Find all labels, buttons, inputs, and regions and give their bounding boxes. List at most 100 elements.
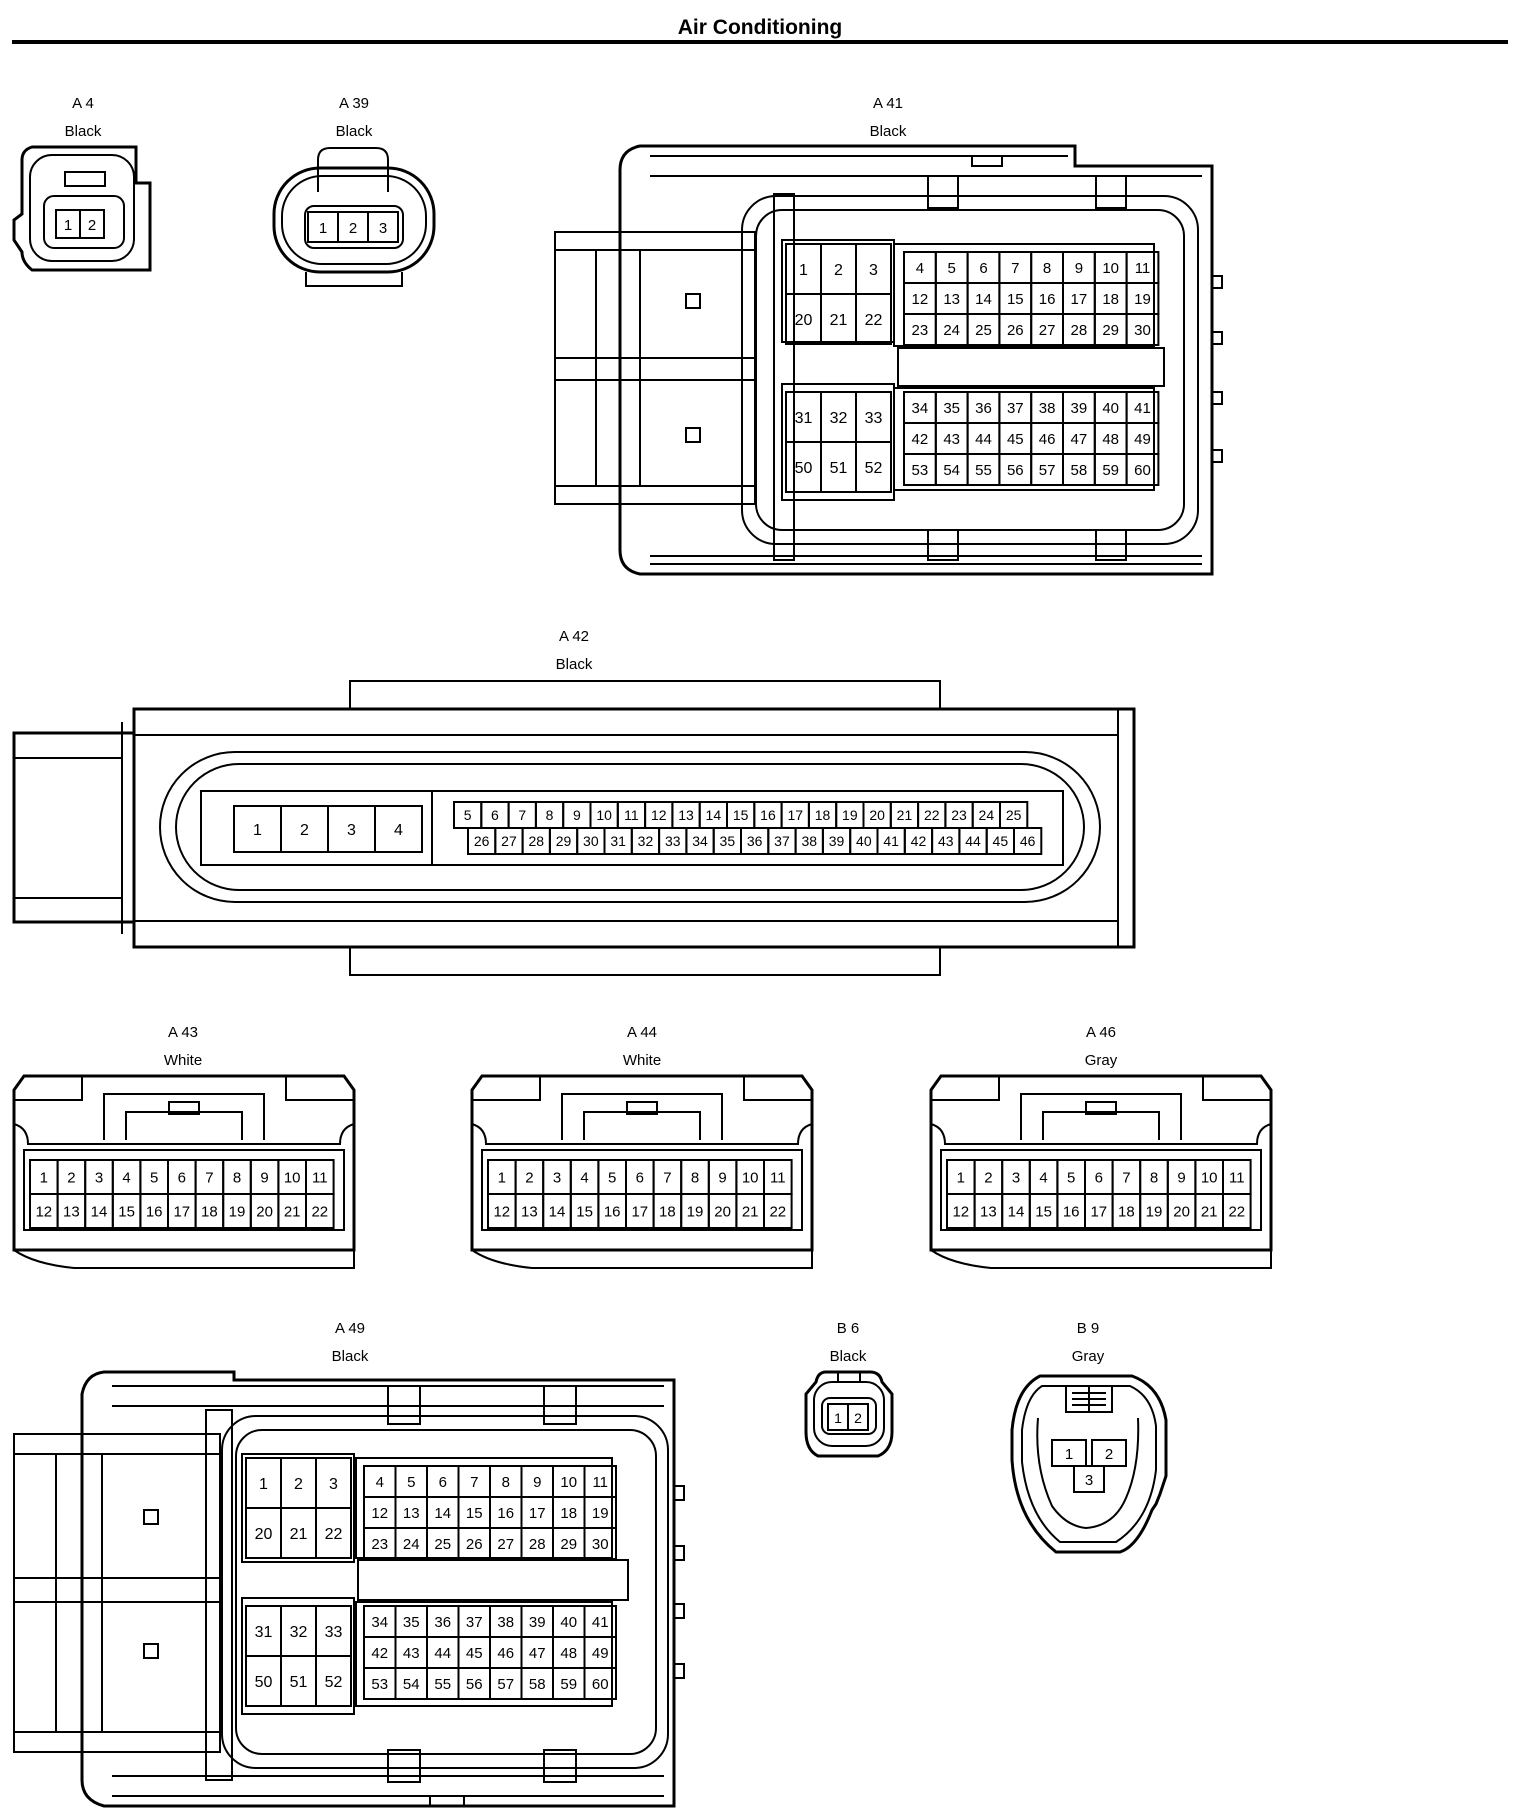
connector-color: White	[164, 1052, 202, 1069]
pin-label: 22	[311, 1203, 328, 1220]
pin-label: 35	[943, 400, 960, 417]
pin-label: 9	[718, 1169, 726, 1186]
pin-label: 11	[770, 1169, 786, 1186]
pin-label: 32	[290, 1624, 308, 1641]
pin-label: 44	[965, 833, 981, 849]
pin-label: 22	[924, 807, 940, 823]
pin-label: 45	[1007, 431, 1024, 448]
pin-label: 3	[553, 1169, 561, 1186]
pin-cell	[855, 293, 892, 345]
pin-label: 22	[1228, 1203, 1245, 1220]
connector-housing	[470, 1074, 814, 1269]
pin-label: 18	[1102, 291, 1119, 308]
pin-cell	[1051, 1439, 1087, 1467]
pin-label: 26	[1007, 322, 1024, 339]
pin-label: 16	[760, 807, 776, 823]
pin-label: 4	[394, 822, 403, 839]
pin-label: 17	[173, 1203, 190, 1220]
pin-label: 54	[943, 462, 960, 479]
connector-color: White	[623, 1052, 661, 1069]
connector-id: A 44	[627, 1024, 657, 1041]
pin-label: 27	[1039, 322, 1056, 339]
pin-label: 9	[1075, 260, 1083, 277]
pin-label: 6	[636, 1169, 644, 1186]
pin-label: 42	[371, 1645, 388, 1662]
pin-label: 8	[1150, 1169, 1158, 1186]
pin-label: 19	[687, 1203, 704, 1220]
connector-housing	[1010, 1374, 1168, 1554]
pin-label: 8	[1043, 260, 1051, 277]
pin-label: 10	[596, 807, 612, 823]
pin-label: 43	[938, 833, 954, 849]
pin-label: 4	[1039, 1169, 1047, 1186]
pin-cell	[763, 1193, 793, 1229]
pin-label: 50	[795, 460, 813, 477]
pin-label: 1	[40, 1169, 48, 1186]
pin-label: 8	[233, 1169, 241, 1186]
pin-label: 60	[1134, 462, 1151, 479]
connector-id: A 46	[1086, 1024, 1116, 1041]
pin-label: 14	[1008, 1203, 1025, 1220]
pin-label: 4	[916, 260, 924, 277]
pin-label: 8	[691, 1169, 699, 1186]
pin-label: 23	[951, 807, 967, 823]
pin-label: 37	[1007, 400, 1024, 417]
connector-color: Black	[830, 1348, 867, 1365]
pin-label: 5	[150, 1169, 158, 1186]
pin-label: 4	[376, 1474, 384, 1491]
pin-label: 20	[714, 1203, 731, 1220]
connector-id: A 4	[72, 95, 94, 112]
connector-b6: B 6 Black 1 2	[804, 1320, 894, 1458]
connector-color: Black	[332, 1348, 369, 1365]
pin-label: 20	[1173, 1203, 1190, 1220]
pin-label: 60	[592, 1676, 609, 1693]
connector-color: Black	[336, 123, 373, 140]
pin-label: 14	[91, 1203, 108, 1220]
pin-label: 10	[1102, 260, 1119, 277]
pin-label: 22	[325, 1526, 343, 1543]
pin-label: 21	[830, 312, 848, 329]
pin-label: 7	[470, 1474, 478, 1491]
pin-label: 34	[912, 400, 929, 417]
pin-label: 6	[178, 1169, 186, 1186]
pin-label: 8	[502, 1474, 510, 1491]
pin-label: 14	[975, 291, 992, 308]
pin-cell	[1125, 453, 1160, 486]
pin-label: 11	[312, 1169, 328, 1186]
pin-label: 7	[663, 1169, 671, 1186]
pin-label: 34	[371, 1614, 388, 1631]
pin-label: 12	[651, 807, 667, 823]
pin-label: 16	[146, 1203, 163, 1220]
pin-label: 54	[403, 1676, 420, 1693]
pin-label: 22	[769, 1203, 786, 1220]
connector-housing	[804, 1370, 894, 1458]
pin-label: 38	[801, 833, 817, 849]
connector-id: A 39	[339, 95, 369, 112]
pin-label: 15	[733, 807, 749, 823]
pin-label: 49	[1134, 431, 1151, 448]
pin-label: 2	[854, 1410, 862, 1426]
pin-label: 2	[294, 1476, 303, 1493]
connector-a4: A 4 Black 1 2	[12, 95, 152, 272]
connector-id: A 42	[559, 628, 589, 645]
latch	[837, 1371, 861, 1383]
pin-label: 15	[118, 1203, 135, 1220]
pin-label: 1	[498, 1169, 506, 1186]
pin-label: 1	[253, 822, 262, 839]
connector-housing	[618, 144, 1214, 576]
pin-label: 16	[1063, 1203, 1080, 1220]
pin-label: 3	[869, 262, 878, 279]
pin-label: 33	[865, 410, 883, 427]
pin-label: 19	[1134, 291, 1151, 308]
pin-label: 5	[464, 807, 472, 823]
pin-label: 1	[799, 262, 808, 279]
pin-label: 32	[830, 410, 848, 427]
pin-label: 4	[580, 1169, 588, 1186]
pin-label: 9	[1177, 1169, 1185, 1186]
pin-label: 48	[1102, 431, 1119, 448]
